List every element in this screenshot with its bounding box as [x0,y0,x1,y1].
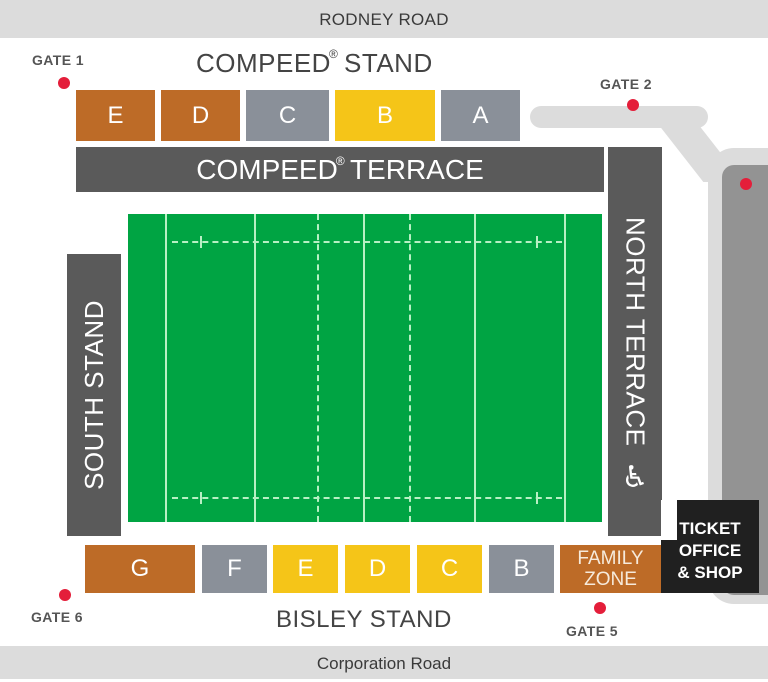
ten-metre-line-left [317,214,319,522]
gate-1-marker[interactable] [58,77,70,89]
terrace-title-left: COMPEED [196,153,338,185]
gate-6-marker[interactable] [59,589,71,601]
north-terrace-title: NORTH TERRACE [620,217,651,447]
ticket-office-notch [661,500,677,540]
five-metre-line-top [172,241,562,243]
wheelchair-icon: ♿ [621,461,649,495]
gate-6-label: GATE 6 [31,609,83,625]
family-zone[interactable]: FAMILY ZONE [560,545,661,593]
pitch-tick [200,236,202,248]
compeed-stand-title-right: STAND [344,48,433,78]
gate-marker-3[interactable] [740,178,752,190]
block-label: E [107,101,124,129]
ticket-office-line2: OFFICE [678,540,742,560]
compeed-stand-title: COMPEED® STAND [196,47,433,79]
block-label: F [227,555,242,582]
five-metre-line-bottom [172,497,562,499]
corporation-road: Corporation Road [0,646,768,679]
dead-ball-line-right [564,214,566,522]
compeed-block-c[interactable]: C [246,90,329,141]
gate-2-label: GATE 2 [600,76,652,92]
compeed-terrace-title: COMPEED® TERRACE [196,154,484,186]
block-label: E [297,555,314,582]
south-stand[interactable]: SOUTH STAND [67,254,121,536]
pitch-tick [536,492,538,504]
north-terrace[interactable]: NORTH TERRACE ♿ [608,147,662,536]
compeed-stand-title-left: COMPEED [196,48,331,78]
bisley-block-f[interactable]: F [202,545,267,593]
block-label: B [376,101,393,129]
rodney-road: RODNEY ROAD [0,0,768,38]
gate-1-label: GATE 1 [32,52,84,68]
bisley-block-b[interactable]: B [489,545,554,593]
gate-5-label: GATE 5 [566,623,618,639]
compeed-block-a[interactable]: A [441,90,520,141]
dead-ball-line-left [165,214,167,522]
terrace-title-right: TERRACE [349,153,484,185]
bisley-block-d[interactable]: D [345,545,410,593]
block-label: C [278,101,297,129]
compeed-block-e[interactable]: E [76,90,155,141]
registered-mark: ® [328,47,339,61]
family-zone-line2: ZONE [584,569,637,590]
twenty-two-line-right [474,214,476,522]
bisley-block-c[interactable]: C [417,545,482,593]
halfway-line [363,214,365,522]
bisley-block-g[interactable]: G [85,545,195,593]
south-stand-title: SOUTH STAND [78,300,109,490]
twenty-two-line-left [254,214,256,522]
gate-5-marker[interactable] [594,602,606,614]
compeed-terrace[interactable]: COMPEED® TERRACE [76,147,604,192]
block-label: D [191,101,210,129]
ten-metre-line-right [409,214,411,522]
block-label: A [472,101,489,129]
ticket-office-line3: & SHOP [677,562,743,582]
ticket-office-line1: TICKET [679,518,741,538]
pitch-tick [200,492,202,504]
registered-mark: ® [335,153,345,168]
bisley-stand-title: BISLEY STAND [276,606,452,633]
family-zone-line1: FAMILY [577,548,644,569]
block-label: C [440,555,459,582]
gate-2-marker[interactable] [627,99,639,111]
pitch-tick [536,236,538,248]
ticket-office-shop[interactable]: TICKET OFFICE & SHOP [661,500,759,593]
block-label: D [368,555,387,582]
block-label: G [130,555,150,582]
rugby-pitch [128,214,602,522]
compeed-block-d[interactable]: D [161,90,240,141]
compeed-block-b[interactable]: B [335,90,435,141]
bisley-block-e[interactable]: E [273,545,338,593]
block-label: B [513,555,530,582]
